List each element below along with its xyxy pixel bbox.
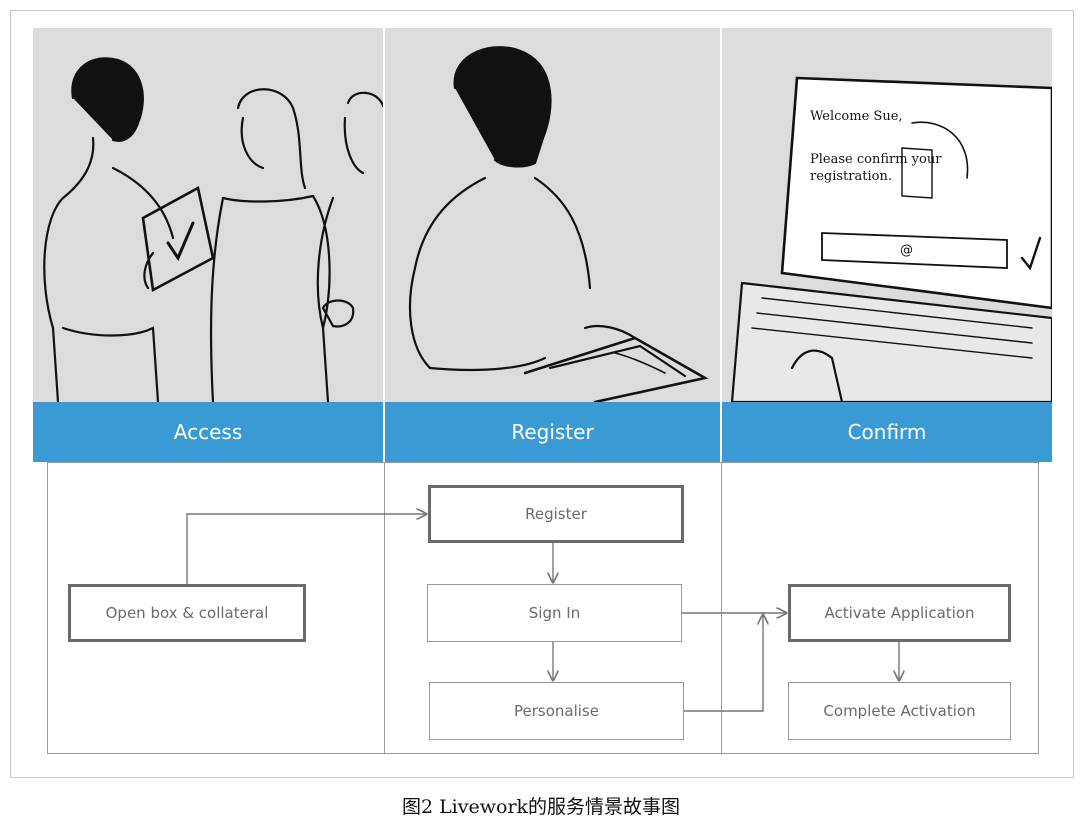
box-personalise: Personalise xyxy=(429,682,684,740)
box-sign-in: Sign In xyxy=(427,584,682,642)
figure-caption: 图2 Livework的服务情景故事图 xyxy=(401,796,681,818)
sketch-people-with-tablet xyxy=(43,57,383,402)
laptop-line1: Please confirm your xyxy=(810,152,942,167)
storyboard-panel-confirm: Welcome Sue, Please confirm your registr… xyxy=(722,28,1052,402)
box-activate-application: Activate Application xyxy=(788,584,1011,642)
box-register: Register xyxy=(428,485,684,543)
sketch-woman-with-box xyxy=(408,46,709,402)
stage-header-access: Access xyxy=(33,402,383,462)
laptop-greeting: Welcome Sue, xyxy=(810,109,903,124)
laptop-line2: registration. xyxy=(810,169,892,184)
stage-header-confirm: Confirm xyxy=(722,402,1052,462)
sketch-laptop-confirm: Welcome Sue, Please confirm your registr… xyxy=(730,76,1052,402)
stage-header-register: Register xyxy=(385,402,720,462)
storyboard-panel-register xyxy=(385,28,720,402)
box-complete-activation: Complete Activation xyxy=(788,682,1011,740)
box-open-box-collateral: Open box & collateral xyxy=(68,584,306,642)
storyboard-panel-access xyxy=(33,28,383,402)
laptop-email-symbol: @ xyxy=(900,243,913,258)
